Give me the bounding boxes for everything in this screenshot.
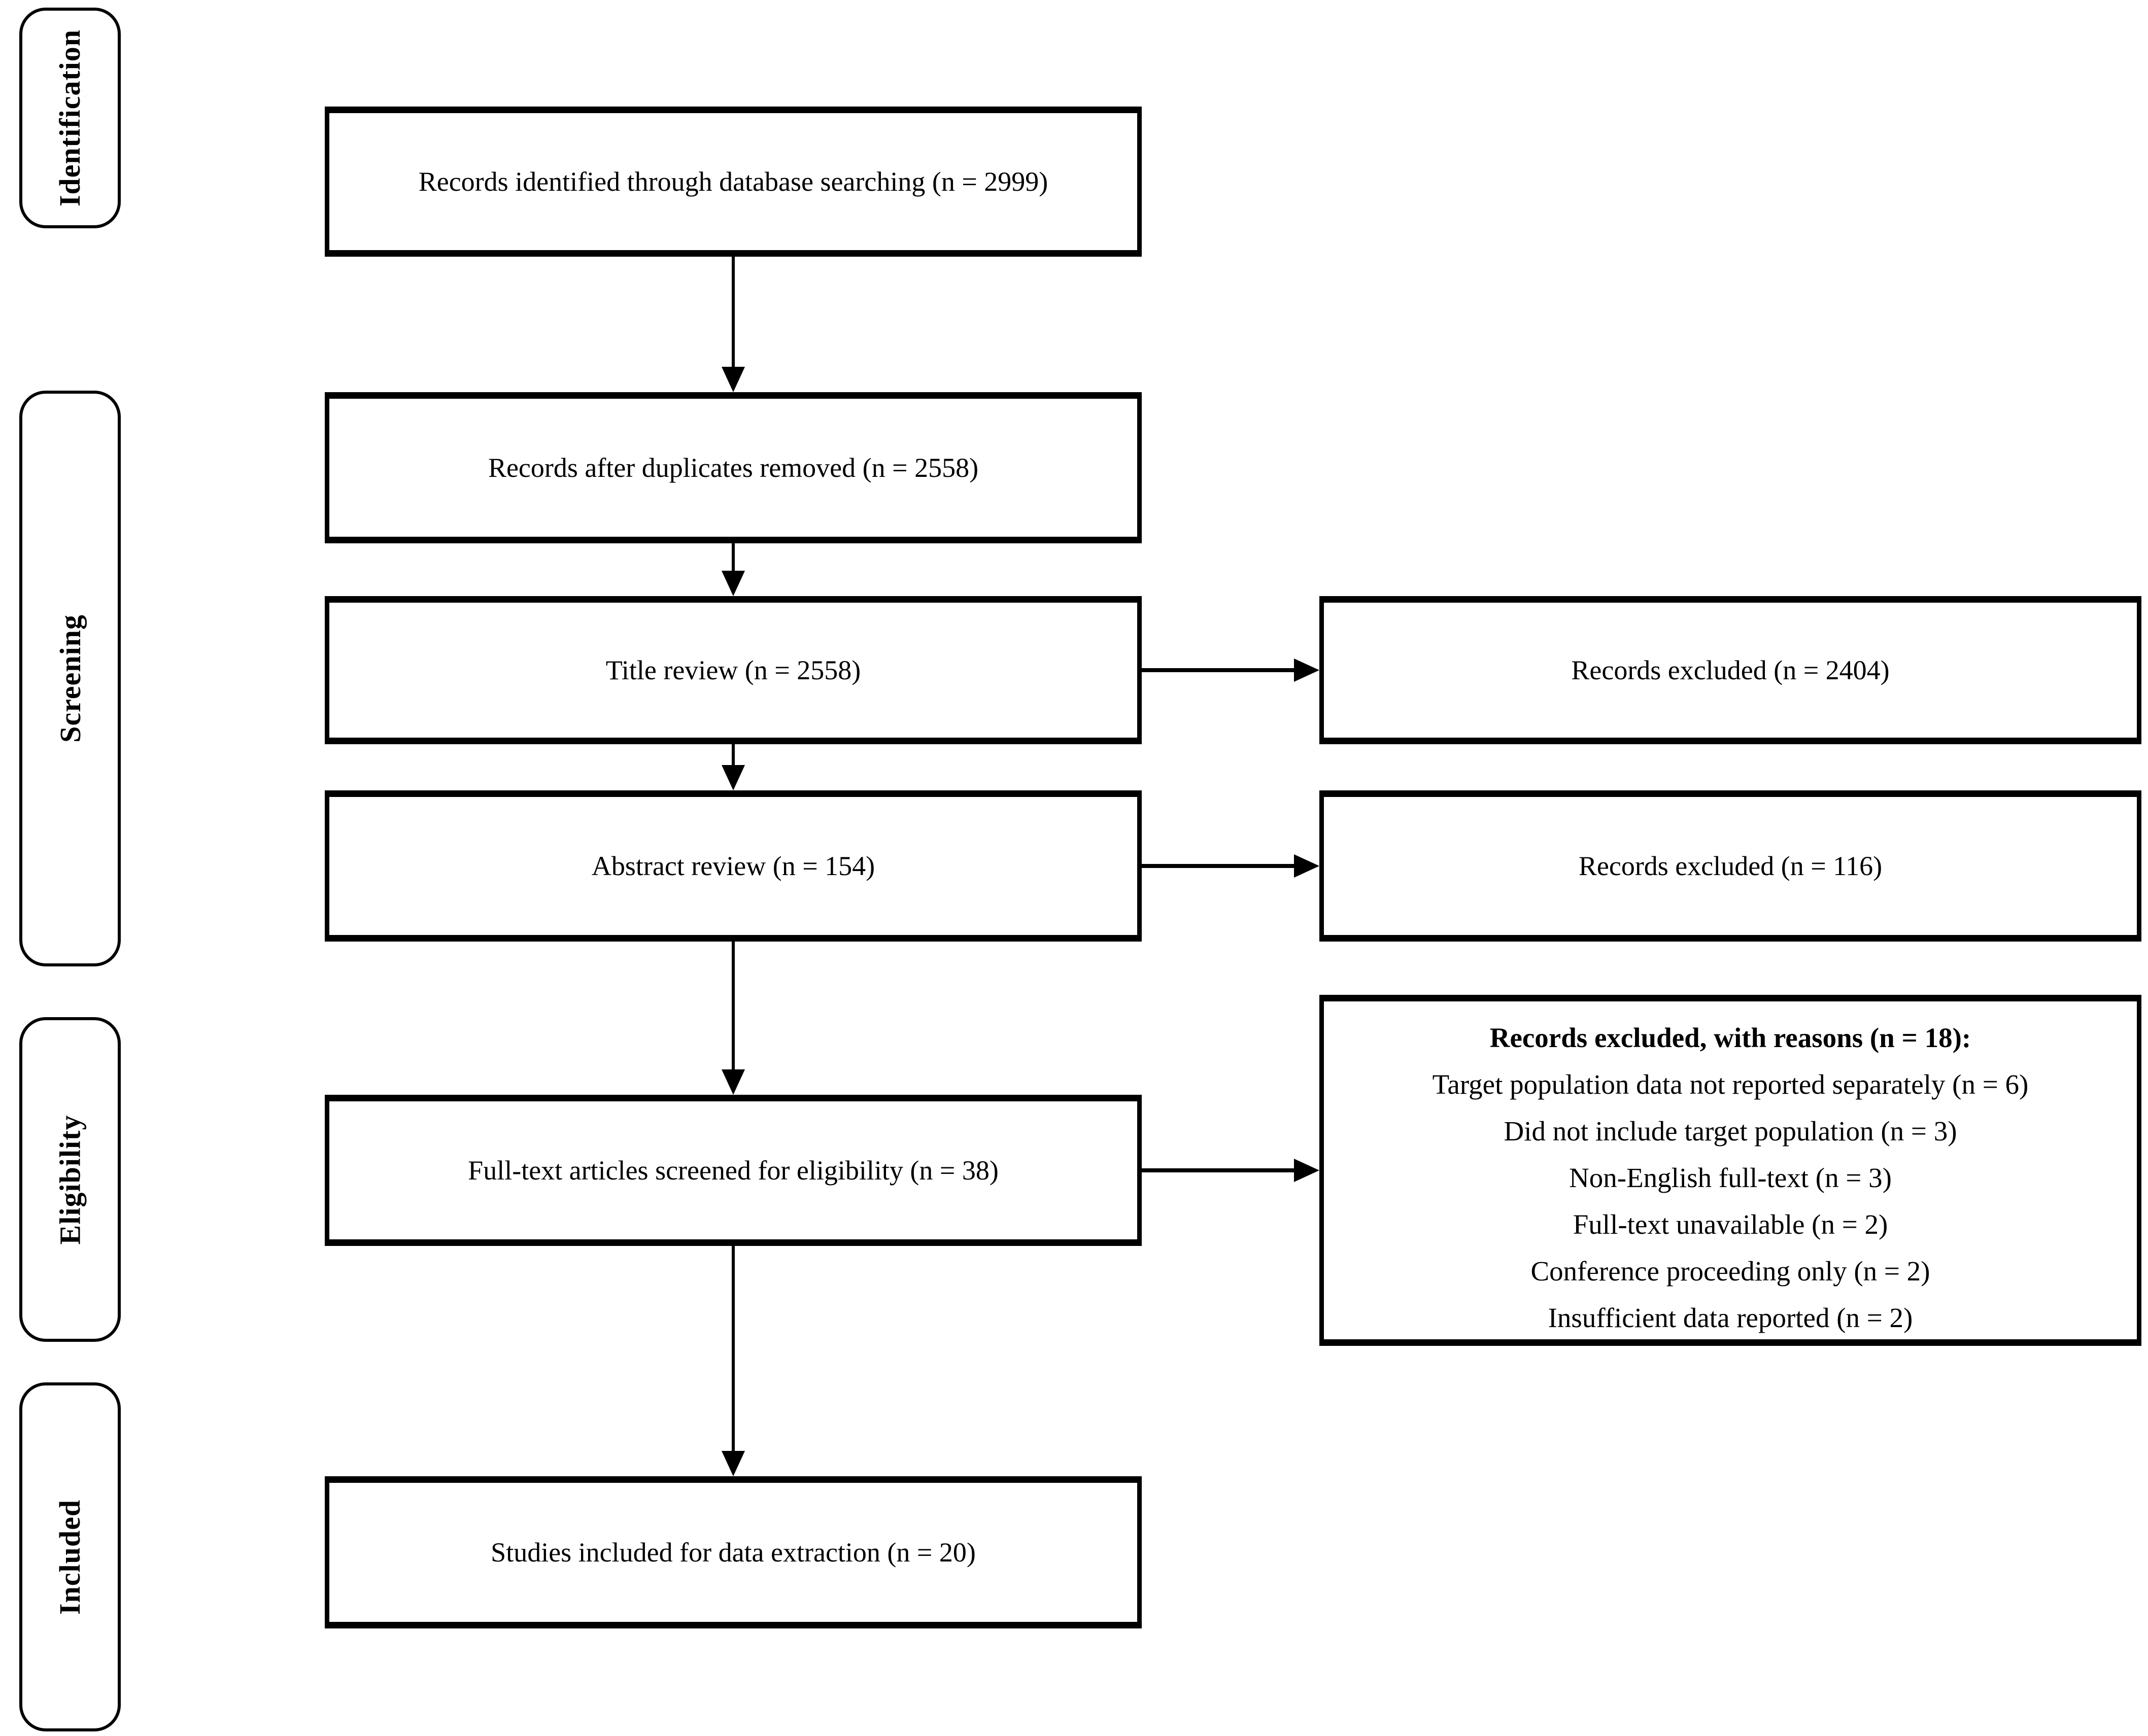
- stage-identification: Identification: [19, 8, 121, 228]
- arrowhead-right-icon: [1294, 854, 1319, 878]
- connector-line: [1142, 1168, 1295, 1172]
- arrowhead-right-icon: [1294, 1159, 1319, 1182]
- connector-line: [732, 543, 735, 573]
- arrowhead-right-icon: [1294, 658, 1319, 682]
- reason-item: Target population data not reported sepa…: [1432, 1069, 2029, 1100]
- connector-line: [732, 744, 735, 767]
- reason-item: Did not include target population (n = 3…: [1504, 1116, 1957, 1147]
- arrowhead-down-icon: [722, 571, 745, 596]
- flow-box-studies-included: Studies included for data extraction (n …: [325, 1476, 1142, 1628]
- stage-label: Eligibility: [53, 1115, 87, 1244]
- stage-eligibility: Eligibility: [19, 1017, 121, 1342]
- flow-box-text: Records after duplicates removed (n = 25…: [488, 452, 979, 483]
- arrowhead-down-icon: [722, 765, 745, 790]
- reason-item: Insufficient data reported (n = 2): [1548, 1302, 1913, 1333]
- connector-line: [732, 942, 735, 1071]
- arrowhead-down-icon: [722, 1451, 745, 1476]
- flow-box-duplicates-removed: Records after duplicates removed (n = 25…: [325, 392, 1142, 543]
- reasons-header: Records excluded, with reasons (n = 18):: [1489, 1022, 1971, 1053]
- flow-box-text: Abstract review (n = 154): [591, 850, 875, 881]
- side-box-text: Records excluded (n = 2404): [1571, 654, 1890, 685]
- flow-box-text: Title review (n = 2558): [605, 654, 861, 685]
- stage-screening: Screening: [19, 391, 121, 966]
- flow-box-title-review: Title review (n = 2558): [325, 596, 1142, 744]
- reason-item: Full-text unavailable (n = 2): [1573, 1209, 1888, 1240]
- stage-label: Identification: [53, 29, 87, 207]
- reason-item: Non-English full-text (n = 3): [1569, 1162, 1892, 1193]
- flow-box-text: Records identified through database sear…: [418, 166, 1048, 197]
- side-box-excluded-with-reasons: Records excluded, with reasons (n = 18):…: [1319, 995, 2141, 1346]
- stage-included: Included: [19, 1382, 121, 1731]
- stage-label: Screening: [53, 614, 87, 743]
- side-box-text: Records excluded (n = 116): [1578, 850, 1883, 881]
- connector-line: [1142, 668, 1295, 672]
- connector-line: [1142, 864, 1295, 868]
- side-box-records-excluded-abstract: Records excluded (n = 116): [1319, 790, 2141, 942]
- arrowhead-down-icon: [722, 367, 745, 392]
- side-box-records-excluded-title: Records excluded (n = 2404): [1319, 596, 2141, 744]
- reason-item: Conference proceeding only (n = 2): [1530, 1256, 1930, 1287]
- stage-label: Included: [53, 1499, 87, 1615]
- flow-box-text: Studies included for data extraction (n …: [491, 1537, 976, 1568]
- flow-box-text: Full-text articles screened for eligibil…: [468, 1155, 999, 1186]
- flow-box-records-identified: Records identified through database sear…: [325, 107, 1142, 257]
- flow-box-abstract-review: Abstract review (n = 154): [325, 790, 1142, 942]
- connector-line: [732, 1246, 735, 1453]
- arrowhead-down-icon: [722, 1069, 745, 1095]
- flow-box-fulltext-screened: Full-text articles screened for eligibil…: [325, 1095, 1142, 1246]
- connector-line: [732, 257, 735, 369]
